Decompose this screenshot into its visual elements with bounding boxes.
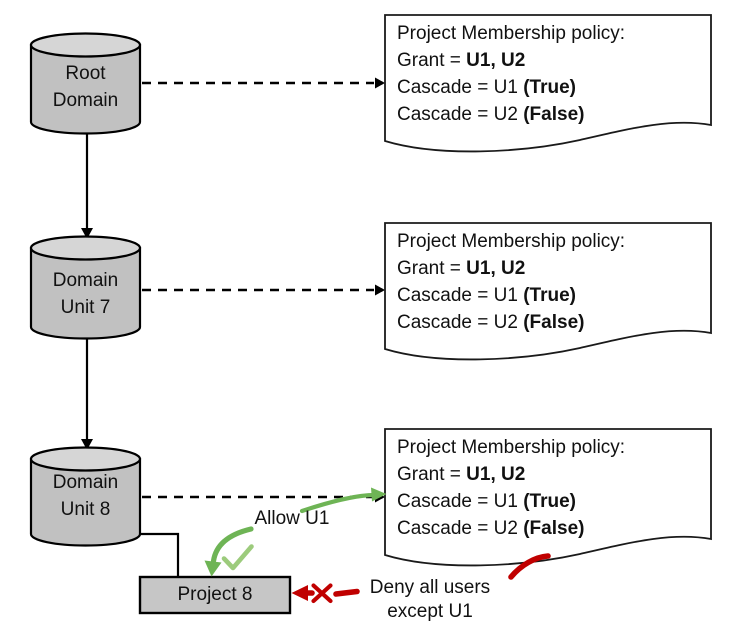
label-line: Unit 7 <box>60 297 111 318</box>
policy-line: Project Membership policy: <box>397 231 626 252</box>
project-8-label: Project 8 <box>177 584 253 605</box>
domain-unit-7-cylinder <box>29 235 142 340</box>
arrowhead-down-icon <box>81 228 93 239</box>
connector-unit8-to-project8 <box>140 532 180 576</box>
policy-line: Cascade = U2 (False) <box>397 312 585 333</box>
deny-dash-segment <box>333 588 360 597</box>
arrowhead-down-icon <box>204 560 222 577</box>
deny-users-label: Deny all users except U1 <box>365 576 495 624</box>
document-shape <box>384 428 712 567</box>
policy-document-root <box>384 14 712 153</box>
policy-line: Project Membership policy: <box>397 23 626 44</box>
allow-curve-line <box>210 526 254 564</box>
label-line: Domain <box>52 90 119 111</box>
policy-line: Project Membership policy: <box>397 437 626 458</box>
deny-label-line2: except U1 <box>387 601 473 622</box>
policy-line: Cascade = U1 (True) <box>397 491 576 512</box>
policy-line: Cascade = U2 (False) <box>397 518 585 539</box>
label-line: Root <box>65 63 106 84</box>
label-line: Unit 8 <box>60 499 111 520</box>
cylinder-top <box>29 32 142 58</box>
policy-line: Grant = U1, U2 <box>397 50 526 71</box>
root-domain-label: Root Domain <box>31 60 140 114</box>
arrowhead-right-icon <box>371 487 387 502</box>
policy-line: Grant = U1, U2 <box>397 258 526 279</box>
domain-unit-8-cylinder <box>29 446 142 547</box>
allow-u1-label: Allow U1 <box>254 508 330 529</box>
cylinder-body <box>29 43 142 135</box>
checkmark-icon <box>221 544 254 571</box>
cylinder-top <box>29 446 142 472</box>
label-line: Domain <box>52 270 119 291</box>
document-shape <box>384 222 712 361</box>
domain-unit-7-label: Domain Unit 7 <box>31 267 140 321</box>
policy-document-unit8 <box>384 428 712 567</box>
document-shape <box>384 14 712 153</box>
arrowhead-right-icon <box>375 77 385 89</box>
deny-dashed-arrow <box>291 553 551 604</box>
policy-text-unit7: Project Membership policy: Grant = U1, U… <box>397 228 699 336</box>
policy-line: Cascade = U1 (True) <box>397 285 576 306</box>
policy-line: Grant = U1, U2 <box>397 464 526 485</box>
policy-line: Cascade = U2 (False) <box>397 104 585 125</box>
arrowhead-down-icon <box>81 439 93 450</box>
domain-unit-8-label: Domain Unit 8 <box>31 469 140 523</box>
policy-document-unit7 <box>384 222 712 361</box>
connector-unit7-to-unit8 <box>81 338 93 450</box>
policy-text-root: Project Membership policy: Grant = U1, U… <box>397 20 699 128</box>
dashed-connector-root-policy <box>142 77 385 89</box>
policy-line: Cascade = U1 (True) <box>397 77 576 98</box>
policy-text-unit8: Project Membership policy: Grant = U1, U… <box>397 434 699 542</box>
root-domain-cylinder <box>29 32 142 135</box>
allow-curved-arrow <box>204 526 254 577</box>
connector-root-to-unit7 <box>81 133 93 239</box>
dashed-connector-unit7-policy <box>142 284 385 296</box>
cylinder-top <box>29 235 142 261</box>
deny-curve-segment <box>508 553 551 580</box>
arrowhead-left-icon <box>291 585 308 601</box>
allow-swoosh-line <box>299 492 378 514</box>
arrowhead-right-icon <box>375 284 385 296</box>
cylinder-body <box>29 457 142 547</box>
project-8-box <box>138 575 292 615</box>
cylinder-body <box>29 246 142 340</box>
label-line: Domain <box>52 472 119 493</box>
deny-label-line1: Deny all users <box>369 577 491 598</box>
x-icon <box>311 583 333 604</box>
allow-swoosh-arrow <box>299 487 387 514</box>
